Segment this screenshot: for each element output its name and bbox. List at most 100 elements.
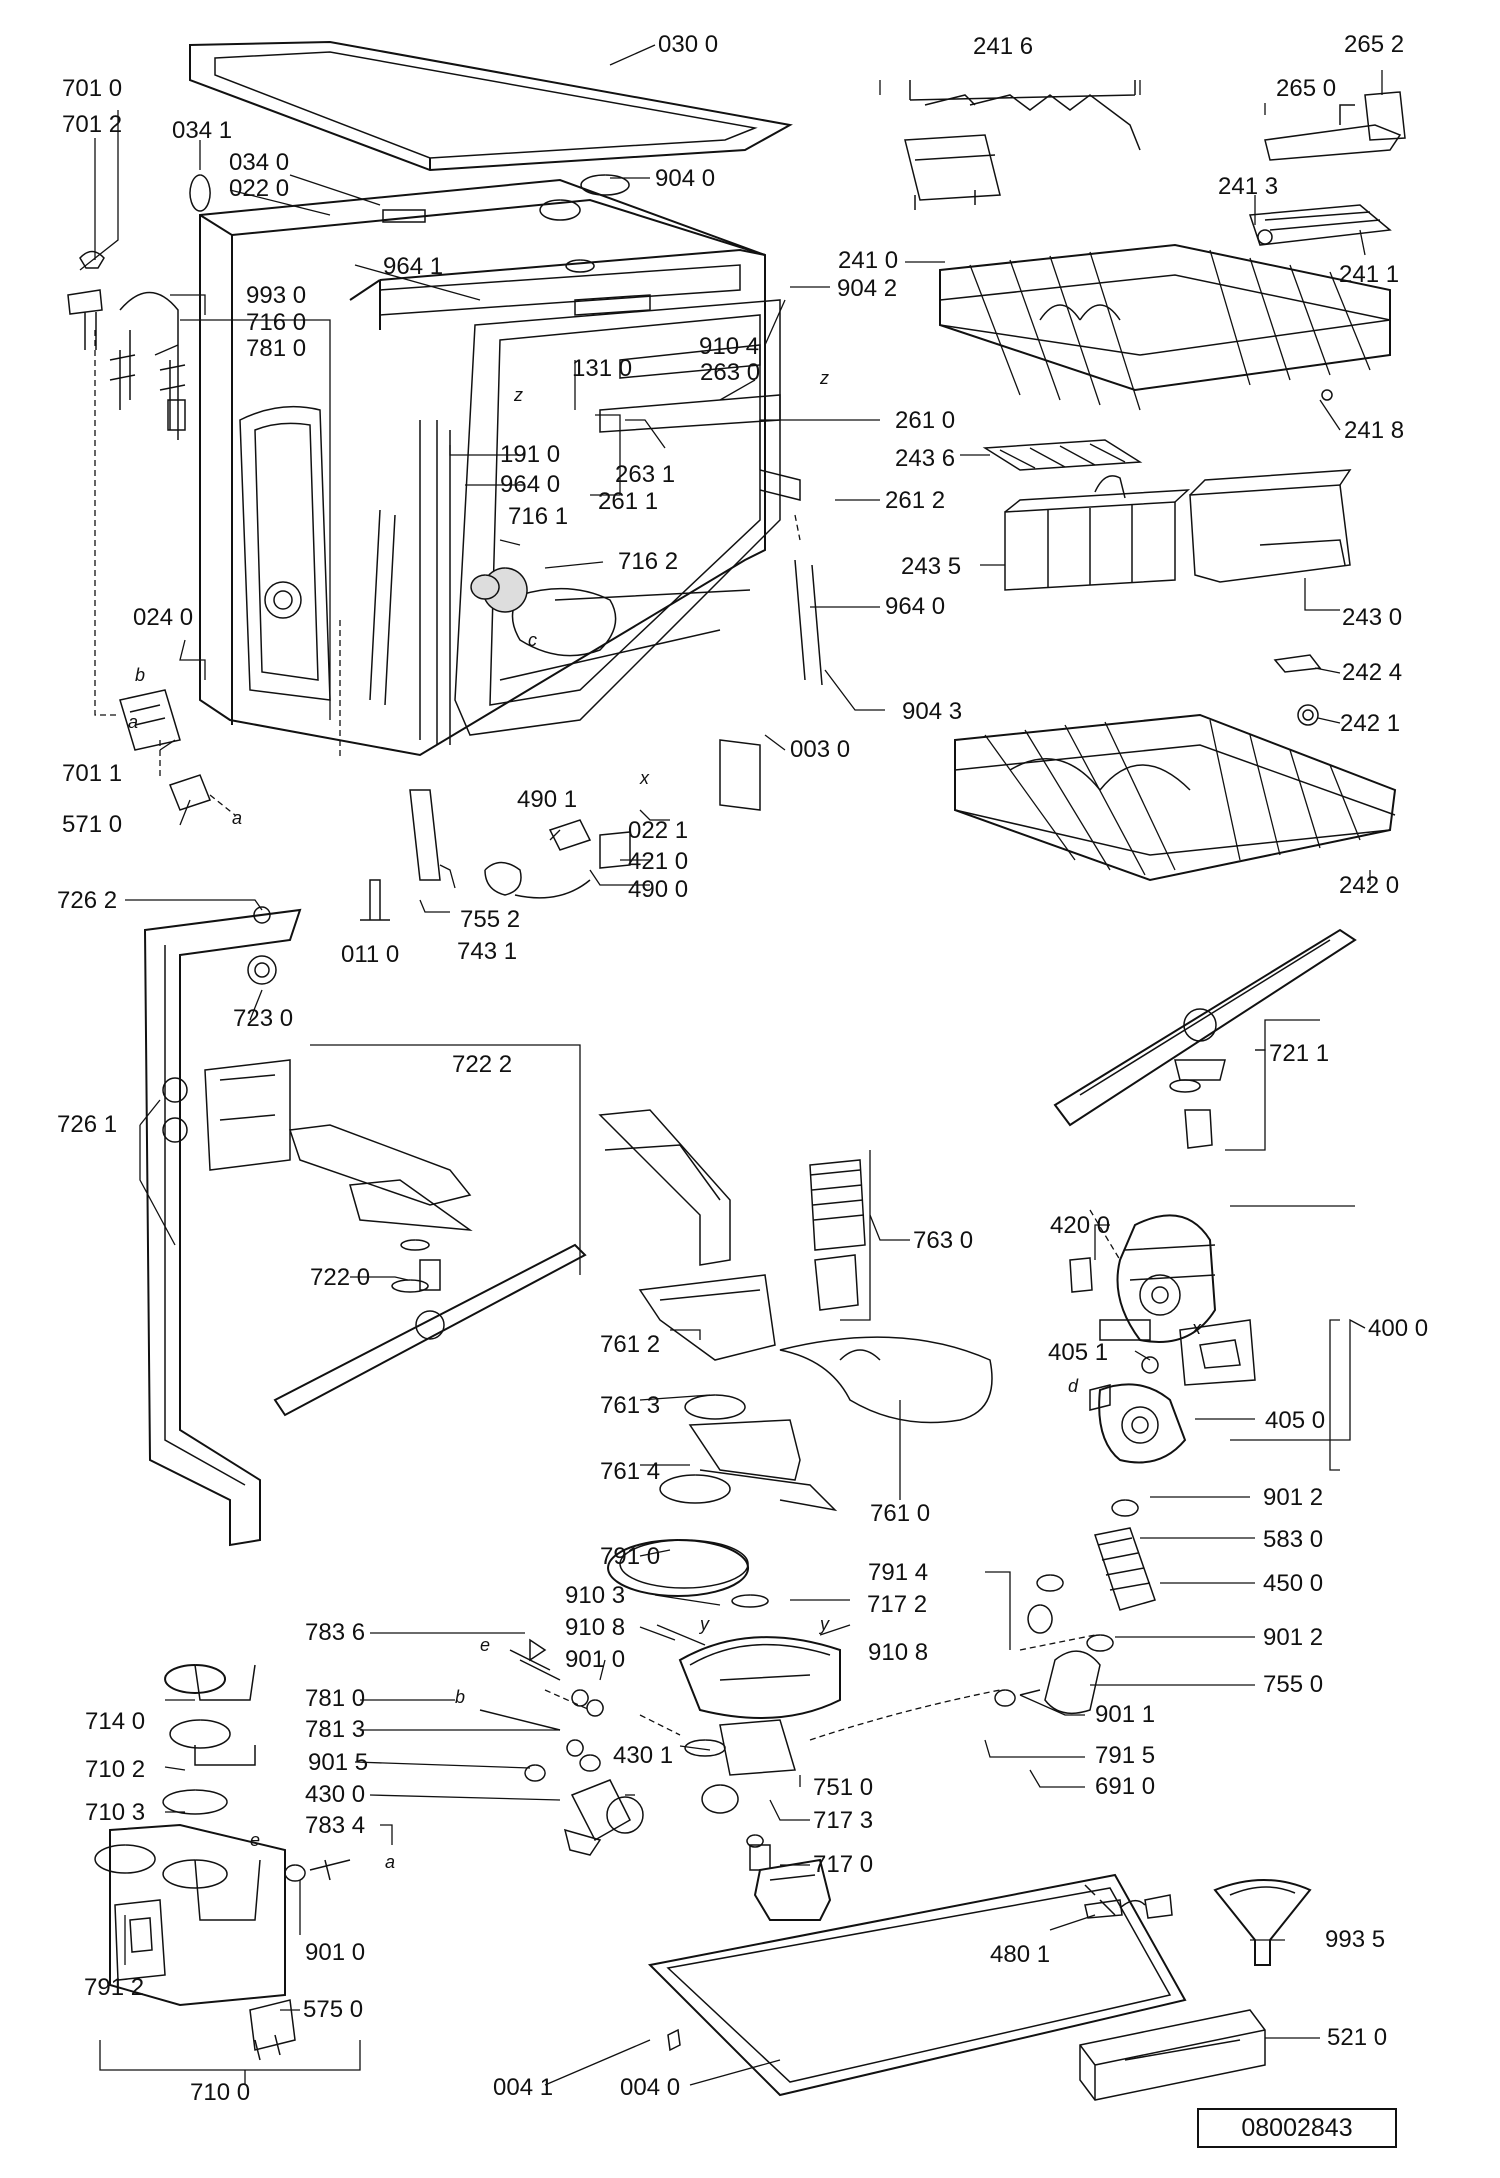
part-label: 751 0: [813, 1774, 874, 1801]
part-label: 024 0: [133, 604, 194, 631]
part-label: 781 0: [246, 335, 307, 362]
part-label: 783 6: [305, 1619, 366, 1646]
part-label: 521 0: [1327, 2024, 1388, 2051]
part-label: 901 1: [1095, 1701, 1156, 1728]
part-label: 721 1: [1269, 1040, 1330, 1067]
part-label: 761 0: [870, 1500, 931, 1527]
part-label: 022 0: [229, 175, 290, 202]
part-label: 791 5: [1095, 1742, 1156, 1769]
part-label: 717 2: [867, 1591, 928, 1618]
part-label: 761 2: [600, 1331, 661, 1358]
part-label: 964 0: [500, 471, 561, 498]
part-label: 901 5: [308, 1749, 369, 1776]
part-label: 405 1: [1048, 1339, 1109, 1366]
part-label: 761 4: [600, 1458, 661, 1485]
part-label: 901 0: [565, 1646, 626, 1673]
part-label: 241 6: [973, 33, 1034, 60]
part-label: 901 0: [305, 1939, 366, 1966]
part-label: 755 0: [1263, 1671, 1324, 1698]
part-label: 910 4: [699, 333, 760, 360]
part-label: 993 0: [246, 282, 307, 309]
part-label: 261 0: [895, 407, 956, 434]
part-label: 242 4: [1342, 659, 1403, 686]
leader-lines: [79, 44, 1383, 2086]
part-label: 011 0: [341, 941, 400, 968]
part-label: 241 3: [1218, 173, 1279, 200]
part-label: 901 2: [1263, 1624, 1324, 1651]
part-label: 791 4: [868, 1559, 929, 1586]
sump-filter-assembly: [284, 1109, 993, 1921]
part-label: 717 0: [813, 1851, 874, 1878]
connection-letter: e: [480, 1635, 491, 1655]
connection-letter: a: [128, 712, 139, 732]
part-label: 400 0: [1368, 1315, 1429, 1342]
part-label: 004 1: [493, 2074, 554, 2101]
part-label: 701 1: [62, 760, 123, 787]
part-label: 791 2: [84, 1974, 145, 2001]
part-label: 490 0: [628, 876, 689, 903]
lower-basket: [954, 713, 1397, 882]
connection-letter: x: [1192, 1318, 1201, 1338]
connection-letter: a: [385, 1852, 396, 1872]
part-label: 131 0: [572, 355, 633, 382]
part-label: 701 0: [62, 75, 123, 102]
part-label: 904 0: [655, 165, 716, 192]
part-label: 243 5: [901, 553, 962, 580]
part-label: 910 3: [565, 1582, 626, 1609]
part-label: 726 2: [57, 887, 118, 914]
part-label: 004 0: [620, 2074, 681, 2101]
part-label: 191 0: [500, 441, 561, 468]
cutlery-baskets: [982, 439, 1352, 726]
part-label: 726 1: [57, 1111, 118, 1138]
part-label: 716 2: [618, 548, 679, 575]
base-frame: [647, 1873, 1312, 2101]
part-label: 034 1: [172, 117, 233, 144]
part-label: 243 6: [895, 445, 956, 472]
part-label: 743 1: [457, 938, 518, 965]
part-label: 420 0: [1050, 1212, 1111, 1239]
lower-spray-arm: [273, 1124, 587, 1417]
water-supply-tube: [143, 906, 302, 1547]
part-label: 761 3: [600, 1392, 661, 1419]
part-label: 710 0: [190, 2079, 251, 2106]
worktop-part: [189, 40, 793, 172]
part-label: 781 0: [305, 1685, 366, 1712]
part-label: 265 2: [1344, 31, 1405, 58]
part-label: 755 2: [460, 906, 521, 933]
hinge-parts: [67, 174, 631, 921]
part-label: 430 0: [305, 1781, 366, 1808]
connection-letter: c: [528, 630, 537, 650]
part-label: 263 0: [700, 359, 761, 386]
part-label: 710 3: [85, 1799, 146, 1826]
part-label: 722 2: [452, 1051, 513, 1078]
part-label: 242 0: [1339, 872, 1400, 899]
part-label: 571 0: [62, 811, 123, 838]
part-label: 480 1: [990, 1941, 1051, 1968]
part-label: 263 1: [615, 461, 676, 488]
part-label: 763 0: [913, 1227, 974, 1254]
part-label: 691 0: [1095, 1773, 1156, 1800]
part-label: 450 0: [1263, 1570, 1324, 1597]
part-label: 901 2: [1263, 1484, 1324, 1511]
salt-container: [94, 1664, 296, 2061]
part-label: 421 0: [628, 848, 689, 875]
connection-letter: e: [250, 1830, 261, 1850]
part-label: 241 8: [1344, 417, 1405, 444]
connection-letter: b: [135, 665, 146, 685]
connection-letter: z: [514, 385, 523, 405]
connection-letter: a: [232, 808, 243, 828]
connection-letter: d: [1068, 1376, 1079, 1396]
part-label: 722 0: [310, 1264, 371, 1291]
connection-letter: y: [700, 1614, 709, 1634]
part-label: 030 0: [658, 31, 719, 58]
part-label: 405 0: [1265, 1407, 1326, 1434]
part-label: 964 1: [383, 253, 444, 280]
part-label: 265 0: [1276, 75, 1337, 102]
part-label: 716 1: [508, 503, 569, 530]
drawing-number-box: 08002843: [1197, 2108, 1397, 2148]
part-label: 261 1: [598, 488, 659, 515]
part-label: 242 1: [1340, 710, 1401, 737]
part-label: 430 1: [613, 1742, 674, 1769]
part-label: 241 1: [1339, 261, 1400, 288]
